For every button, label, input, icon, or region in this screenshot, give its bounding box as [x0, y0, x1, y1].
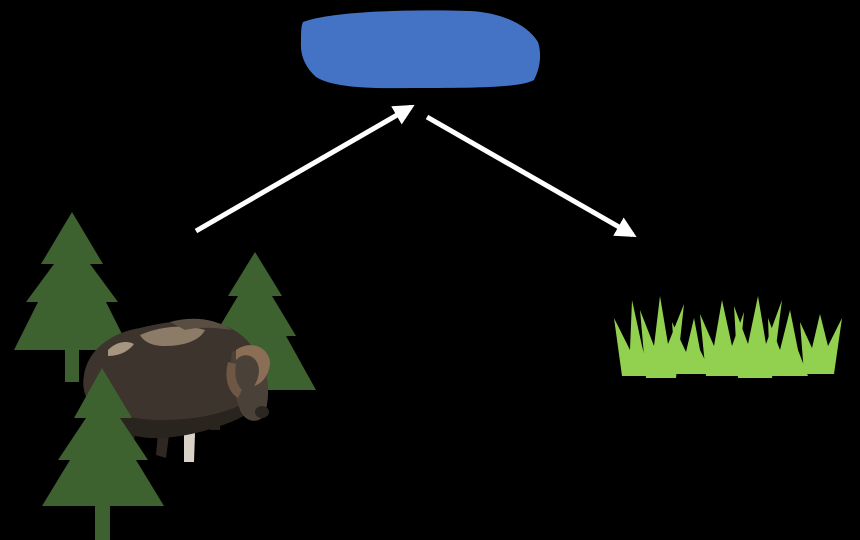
grass-icon [614, 296, 842, 378]
pine-tree-icon [42, 368, 164, 540]
pine-tree-icon [14, 212, 130, 382]
arrow-forest-to-lake [194, 104, 415, 234]
arrow-lake-to-grass [425, 114, 637, 238]
muskox-icon [83, 318, 270, 462]
lake-icon [300, 10, 541, 89]
